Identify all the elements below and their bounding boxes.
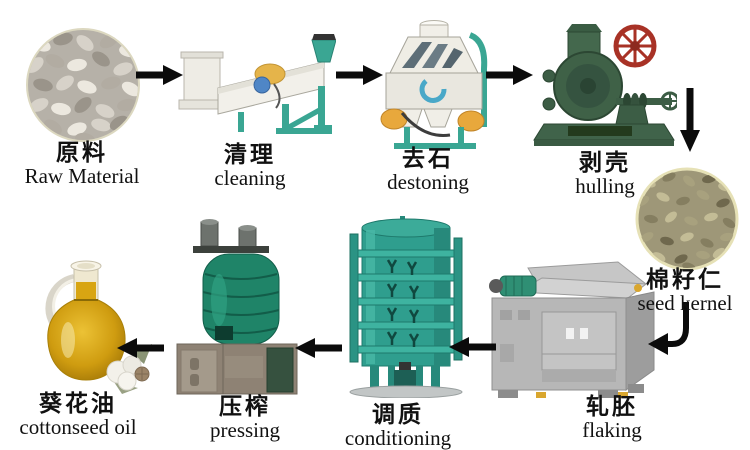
- destoner-icon: [380, 20, 488, 149]
- arrow-right-icon-1: [136, 63, 184, 87]
- label-raw-material-en: Raw Material: [24, 164, 140, 189]
- flaking-machine-image: [478, 258, 663, 400]
- label-raw-material: 原料 Raw Material: [2, 140, 162, 187]
- label-pressing-zh: 压榨: [219, 393, 271, 419]
- arrow-left-icon-1: [448, 335, 496, 359]
- kernel-photo-icon: [635, 167, 739, 271]
- label-seed-kernel-en: seed kernel: [637, 291, 733, 316]
- label-cottonseed-oil-en: cottonseed oil: [19, 415, 137, 440]
- husker-icon: [533, 24, 677, 146]
- destoning-machine-image: [374, 15, 494, 151]
- label-pressing: 压榨 pressing: [165, 394, 325, 441]
- arrow-left-icon-2: [294, 336, 342, 360]
- conditioner-icon: [349, 216, 463, 398]
- hulling-machine-image: [532, 24, 677, 150]
- arrow-right-icon-2: [336, 63, 384, 87]
- conditioning-tower-image: [330, 212, 482, 398]
- label-pressing-en: pressing: [210, 418, 280, 443]
- label-destoning: 去石 destoning: [348, 146, 508, 193]
- flaker-icon: [489, 261, 655, 398]
- cottonseed-photo-icon: [26, 28, 140, 142]
- label-raw-material-zh: 原料: [56, 139, 108, 165]
- label-flaking: 轧胚 flaking: [532, 394, 692, 441]
- label-cleaning-en: cleaning: [214, 166, 286, 191]
- label-flaking-zh: 轧胚: [586, 393, 638, 419]
- label-conditioning-zh: 调质: [372, 401, 424, 427]
- label-cottonseed-oil: 葵花油 cottonseed oil: [0, 391, 158, 438]
- label-flaking-en: flaking: [582, 418, 642, 443]
- cleaning-machine-image: [178, 32, 336, 140]
- vibrating-cleaner-icon: [178, 34, 336, 134]
- arrow-down-icon: [678, 88, 702, 154]
- label-cottonseed-oil-zh: 葵花油: [39, 390, 117, 416]
- pressing-machine-image: [163, 216, 311, 400]
- label-destoning-en: destoning: [387, 170, 469, 195]
- oil-bottle-image: [18, 248, 160, 396]
- label-seed-kernel: 棉籽仁 seed kernel: [605, 267, 750, 314]
- label-cleaning-zh: 清理: [224, 141, 276, 167]
- label-cleaning: 清理 cleaning: [170, 142, 330, 189]
- raw-material-photo: [25, 27, 141, 143]
- seed-kernel-photo: [635, 167, 739, 271]
- label-hulling-zh: 剥壳: [579, 149, 631, 175]
- label-conditioning: 调质 conditioning: [318, 402, 478, 449]
- label-destoning-zh: 去石: [402, 145, 454, 171]
- arrow-left-icon-3: [116, 336, 164, 360]
- oil-press-icon: [176, 219, 298, 395]
- oil-jug-icon: [45, 260, 152, 394]
- label-conditioning-en: conditioning: [344, 426, 452, 450]
- arrow-elbow-down-left-icon: [646, 300, 692, 360]
- label-seed-kernel-zh: 棉籽仁: [646, 266, 724, 292]
- label-hulling: 剥壳 hulling: [525, 150, 685, 197]
- arrow-right-icon-3: [486, 63, 534, 87]
- label-hulling-en: hulling: [575, 174, 635, 199]
